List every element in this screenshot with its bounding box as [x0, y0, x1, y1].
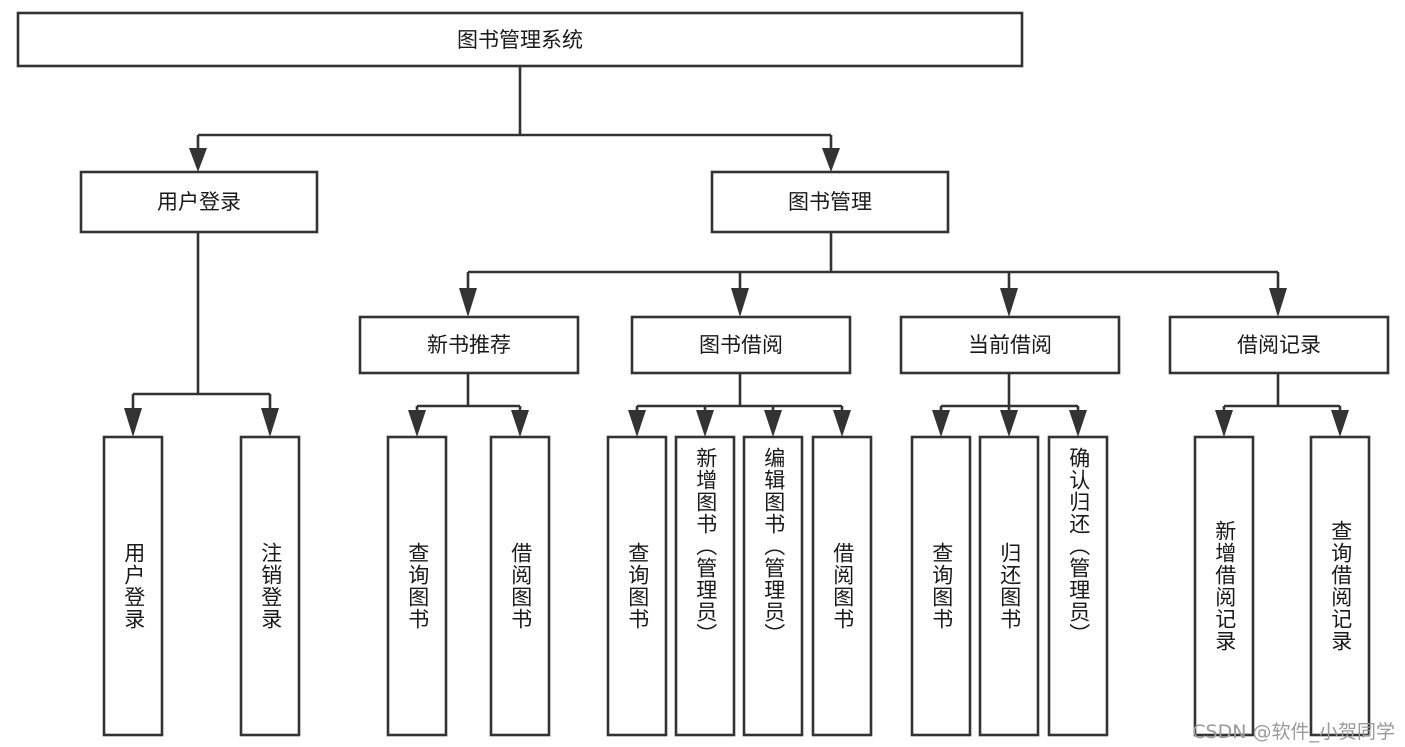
node-leaf-borrow-book-1[interactable]: [489, 435, 551, 737]
node-borrow-record[interactable]: 借阅记录: [1168, 315, 1390, 375]
arrow-head-icon: [124, 408, 142, 437]
node-root[interactable]: 图书管理系统: [16, 11, 1024, 68]
connector-book-manage-to-level3: [459, 232, 1287, 317]
node-new-book-rec[interactable]: 新书推荐: [358, 315, 580, 375]
arrow-head-icon: [261, 408, 279, 437]
node-leaf-return-book[interactable]: [978, 435, 1040, 737]
node-leaf-confirm-return[interactable]: [1047, 435, 1109, 737]
node-book-borrow-label: 图书借阅: [699, 333, 783, 357]
arrow-head-icon: [1215, 410, 1233, 437]
node-leaf-query-book-1[interactable]: [386, 435, 448, 737]
arrow-head-icon: [1269, 288, 1287, 317]
arrow-head-icon: [628, 410, 646, 437]
node-leaf-query-book-3[interactable]: [910, 435, 972, 737]
connector-user-login-to-leaves: [124, 232, 279, 437]
connector-current-borrow-to-leaves: [932, 373, 1087, 437]
node-user-login-label: 用户登录: [157, 190, 241, 214]
node-book-manage[interactable]: 图书管理: [710, 170, 950, 234]
arrow-head-icon: [459, 288, 477, 317]
node-leaf-edit-book[interactable]: [742, 435, 804, 737]
arrow-head-icon: [408, 410, 426, 437]
arrow-head-icon: [731, 288, 749, 317]
arrow-head-icon: [1069, 410, 1087, 437]
watermark-text: CSDN @软件_小贺同学: [1192, 721, 1395, 743]
connector-borrow-record-to-leaves: [1215, 373, 1349, 437]
arrow-head-icon: [1331, 410, 1349, 437]
arrow-head-icon: [696, 410, 714, 437]
node-current-borrow-label: 当前借阅: [968, 333, 1052, 357]
arrow-head-icon: [189, 148, 207, 172]
arrow-head-icon: [833, 410, 851, 437]
node-book-manage-label: 图书管理: [788, 190, 872, 214]
arrow-head-icon: [1000, 288, 1018, 317]
node-leaf-add-book[interactable]: [674, 435, 736, 737]
arrow-head-icon: [764, 410, 782, 437]
node-book-borrow[interactable]: 图书借阅: [630, 315, 852, 375]
node-leaf-query-book-2[interactable]: [606, 435, 668, 737]
connector-root-to-level2: [189, 66, 840, 172]
connector-new-book-rec-to-leaves: [408, 373, 529, 437]
node-leaf-user-logout[interactable]: [239, 435, 301, 737]
node-leaf-add-record[interactable]: [1193, 435, 1255, 737]
node-leaf-user-login[interactable]: [102, 435, 164, 737]
node-new-book-rec-label: 新书推荐: [427, 333, 511, 357]
node-root-label: 图书管理系统: [457, 28, 583, 52]
connector-book-borrow-to-leaves: [628, 373, 851, 437]
node-borrow-record-label: 借阅记录: [1237, 333, 1321, 357]
arrow-head-icon: [822, 148, 840, 172]
node-leaf-query-record[interactable]: [1309, 435, 1371, 737]
arrow-head-icon: [932, 410, 950, 437]
node-current-borrow[interactable]: 当前借阅: [899, 315, 1121, 375]
arrow-head-icon: [1000, 410, 1018, 437]
arrow-head-icon: [511, 410, 529, 437]
node-user-login[interactable]: 用户登录: [79, 170, 319, 234]
node-leaf-borrow-book-2[interactable]: [811, 435, 873, 737]
